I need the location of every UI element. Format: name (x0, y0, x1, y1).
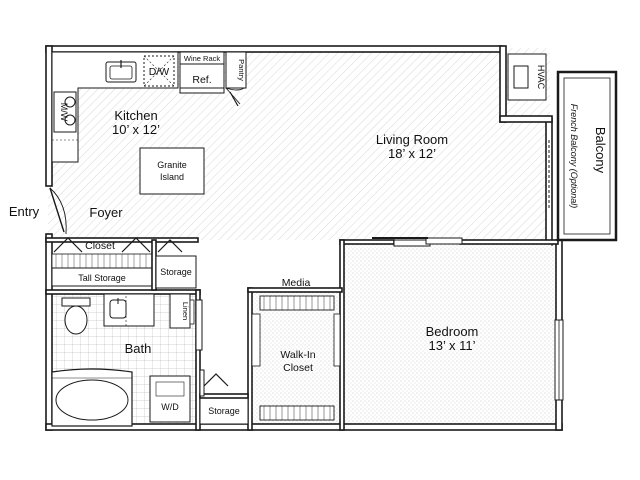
bath-fixtures: Linen W/D Bath (51, 293, 195, 427)
closet-label: Closet (85, 240, 115, 252)
toilet-bowl (64, 305, 88, 335)
storage-upper-label: Storage (160, 267, 192, 277)
bath-top-wall (45, 289, 201, 295)
closet-shelf-top (259, 295, 335, 311)
granite-island: Granite Island (139, 147, 205, 195)
bedroom-top-wall-right (459, 239, 559, 245)
closet-shelf (51, 253, 153, 269)
storage-lower-door (203, 373, 229, 387)
closet-hanging-lines (263, 296, 331, 420)
storage-upper-door (157, 239, 183, 253)
closet-door-left (53, 237, 83, 253)
refrigerator-door (179, 87, 225, 94)
bedroom-sliding-door (372, 237, 463, 247)
pantry-box (225, 51, 247, 89)
storage-upper-box (155, 255, 197, 289)
linen-door (189, 299, 195, 325)
pantry-door-swing (225, 87, 245, 105)
media-label: Media (282, 277, 311, 289)
west-wall-lower (45, 233, 53, 431)
living-room-dims: 18’ x 12’ (388, 146, 436, 161)
bedroom-dims: 13’ x 11’ (429, 338, 476, 353)
tall-storage-label: Tall Storage (78, 273, 126, 283)
entry-door-swing (49, 187, 67, 235)
microwave-label: M/W (59, 103, 69, 122)
kitchen-counter: D/W M/W (51, 51, 179, 163)
linen-label: Linen (181, 302, 190, 320)
closet-shelf-bottom (259, 405, 335, 421)
vanity-edge (125, 293, 155, 327)
pantry-door (229, 91, 239, 107)
north-wall (45, 45, 503, 53)
bedroom-label: Bedroom (426, 324, 479, 339)
dishwasher-label: D/W (149, 66, 170, 78)
bedroom-floor (344, 244, 556, 426)
bedroom-top-wall-left (339, 239, 395, 245)
slider-panel-a (393, 239, 431, 247)
tub-basin (55, 379, 129, 421)
storage-lower-label: Storage (208, 406, 240, 416)
living-room-label: Living Room (376, 132, 448, 147)
closet-shelf-lines (55, 254, 147, 268)
pantry: Pantry (225, 51, 247, 107)
hvac-unit: HVAC (507, 53, 547, 101)
washer-dryer-label: W/D (161, 402, 179, 412)
closet-divider (151, 239, 157, 291)
refrigerator-label: Ref. (192, 74, 211, 86)
room-labels: Kitchen 10’ x 12’ Living Room 18’ x 12’ … (9, 108, 479, 353)
entry-label: Entry (9, 204, 40, 219)
balcony-inner (563, 77, 611, 235)
bath-label: Bath (125, 341, 152, 356)
french-balcony-label: French Balcony (Optional) (569, 104, 579, 209)
storage-upper: Storage (155, 239, 197, 289)
closet-side-shelf-right (333, 313, 341, 367)
kitchen-label: Kitchen (114, 108, 157, 123)
walk-in-label-line2: Closet (283, 362, 313, 374)
balcony-label: Balcony (593, 127, 608, 174)
burner-top (64, 96, 76, 108)
storage-jamb (199, 369, 205, 397)
burner-bottom (64, 114, 76, 126)
closet-floor (252, 292, 342, 426)
washer-dryer-inner (155, 381, 185, 397)
closet: Closet Tall Storage (51, 237, 157, 291)
bedroom-left-wall (339, 239, 345, 431)
hall-jamb (195, 299, 203, 351)
entry-door (49, 187, 67, 235)
walk-in-label-line1: Walk-In (280, 349, 315, 361)
storage-lower: Storage (195, 299, 249, 425)
storage-lower-box (199, 397, 249, 425)
entry-door-leaf (49, 187, 65, 233)
kitchen-dims: 10’ x 12’ (112, 122, 160, 137)
balcony-outline (556, 70, 618, 242)
closet-door-right (121, 237, 151, 253)
pantry-label: Pantry (237, 59, 246, 81)
storage-lower-divider (199, 393, 249, 399)
walk-in-closet: Walk-In Closet (251, 295, 341, 421)
hvac-inner (513, 65, 529, 89)
dishwasher-diag-b (143, 55, 175, 87)
refrigerator-area: Wine Rack Ref. (179, 51, 225, 94)
hvac-label: HVAC (536, 65, 546, 90)
bedroom-window (554, 319, 564, 401)
bump-out-wall (499, 45, 507, 123)
slider-panel-b (425, 237, 463, 245)
west-wall-upper (45, 45, 53, 187)
closet-top-wall (45, 237, 199, 243)
island-top (139, 147, 205, 195)
bump-out-sill (499, 115, 553, 123)
balcony: Balcony French Balcony (Optional) (548, 70, 618, 242)
island-label-line2: Island (160, 172, 184, 182)
walls (45, 45, 563, 431)
washer-dryer (149, 375, 191, 423)
toilet-tank (61, 297, 91, 307)
wine-rack-label: Wine Rack (184, 54, 221, 63)
bath-right-wall (195, 289, 201, 431)
island-label-line1: Granite (157, 160, 187, 170)
closet-left-wall (247, 287, 253, 431)
closet-side-shelf (251, 313, 261, 367)
media-wall (247, 287, 343, 293)
foyer-label: Foyer (89, 205, 123, 220)
